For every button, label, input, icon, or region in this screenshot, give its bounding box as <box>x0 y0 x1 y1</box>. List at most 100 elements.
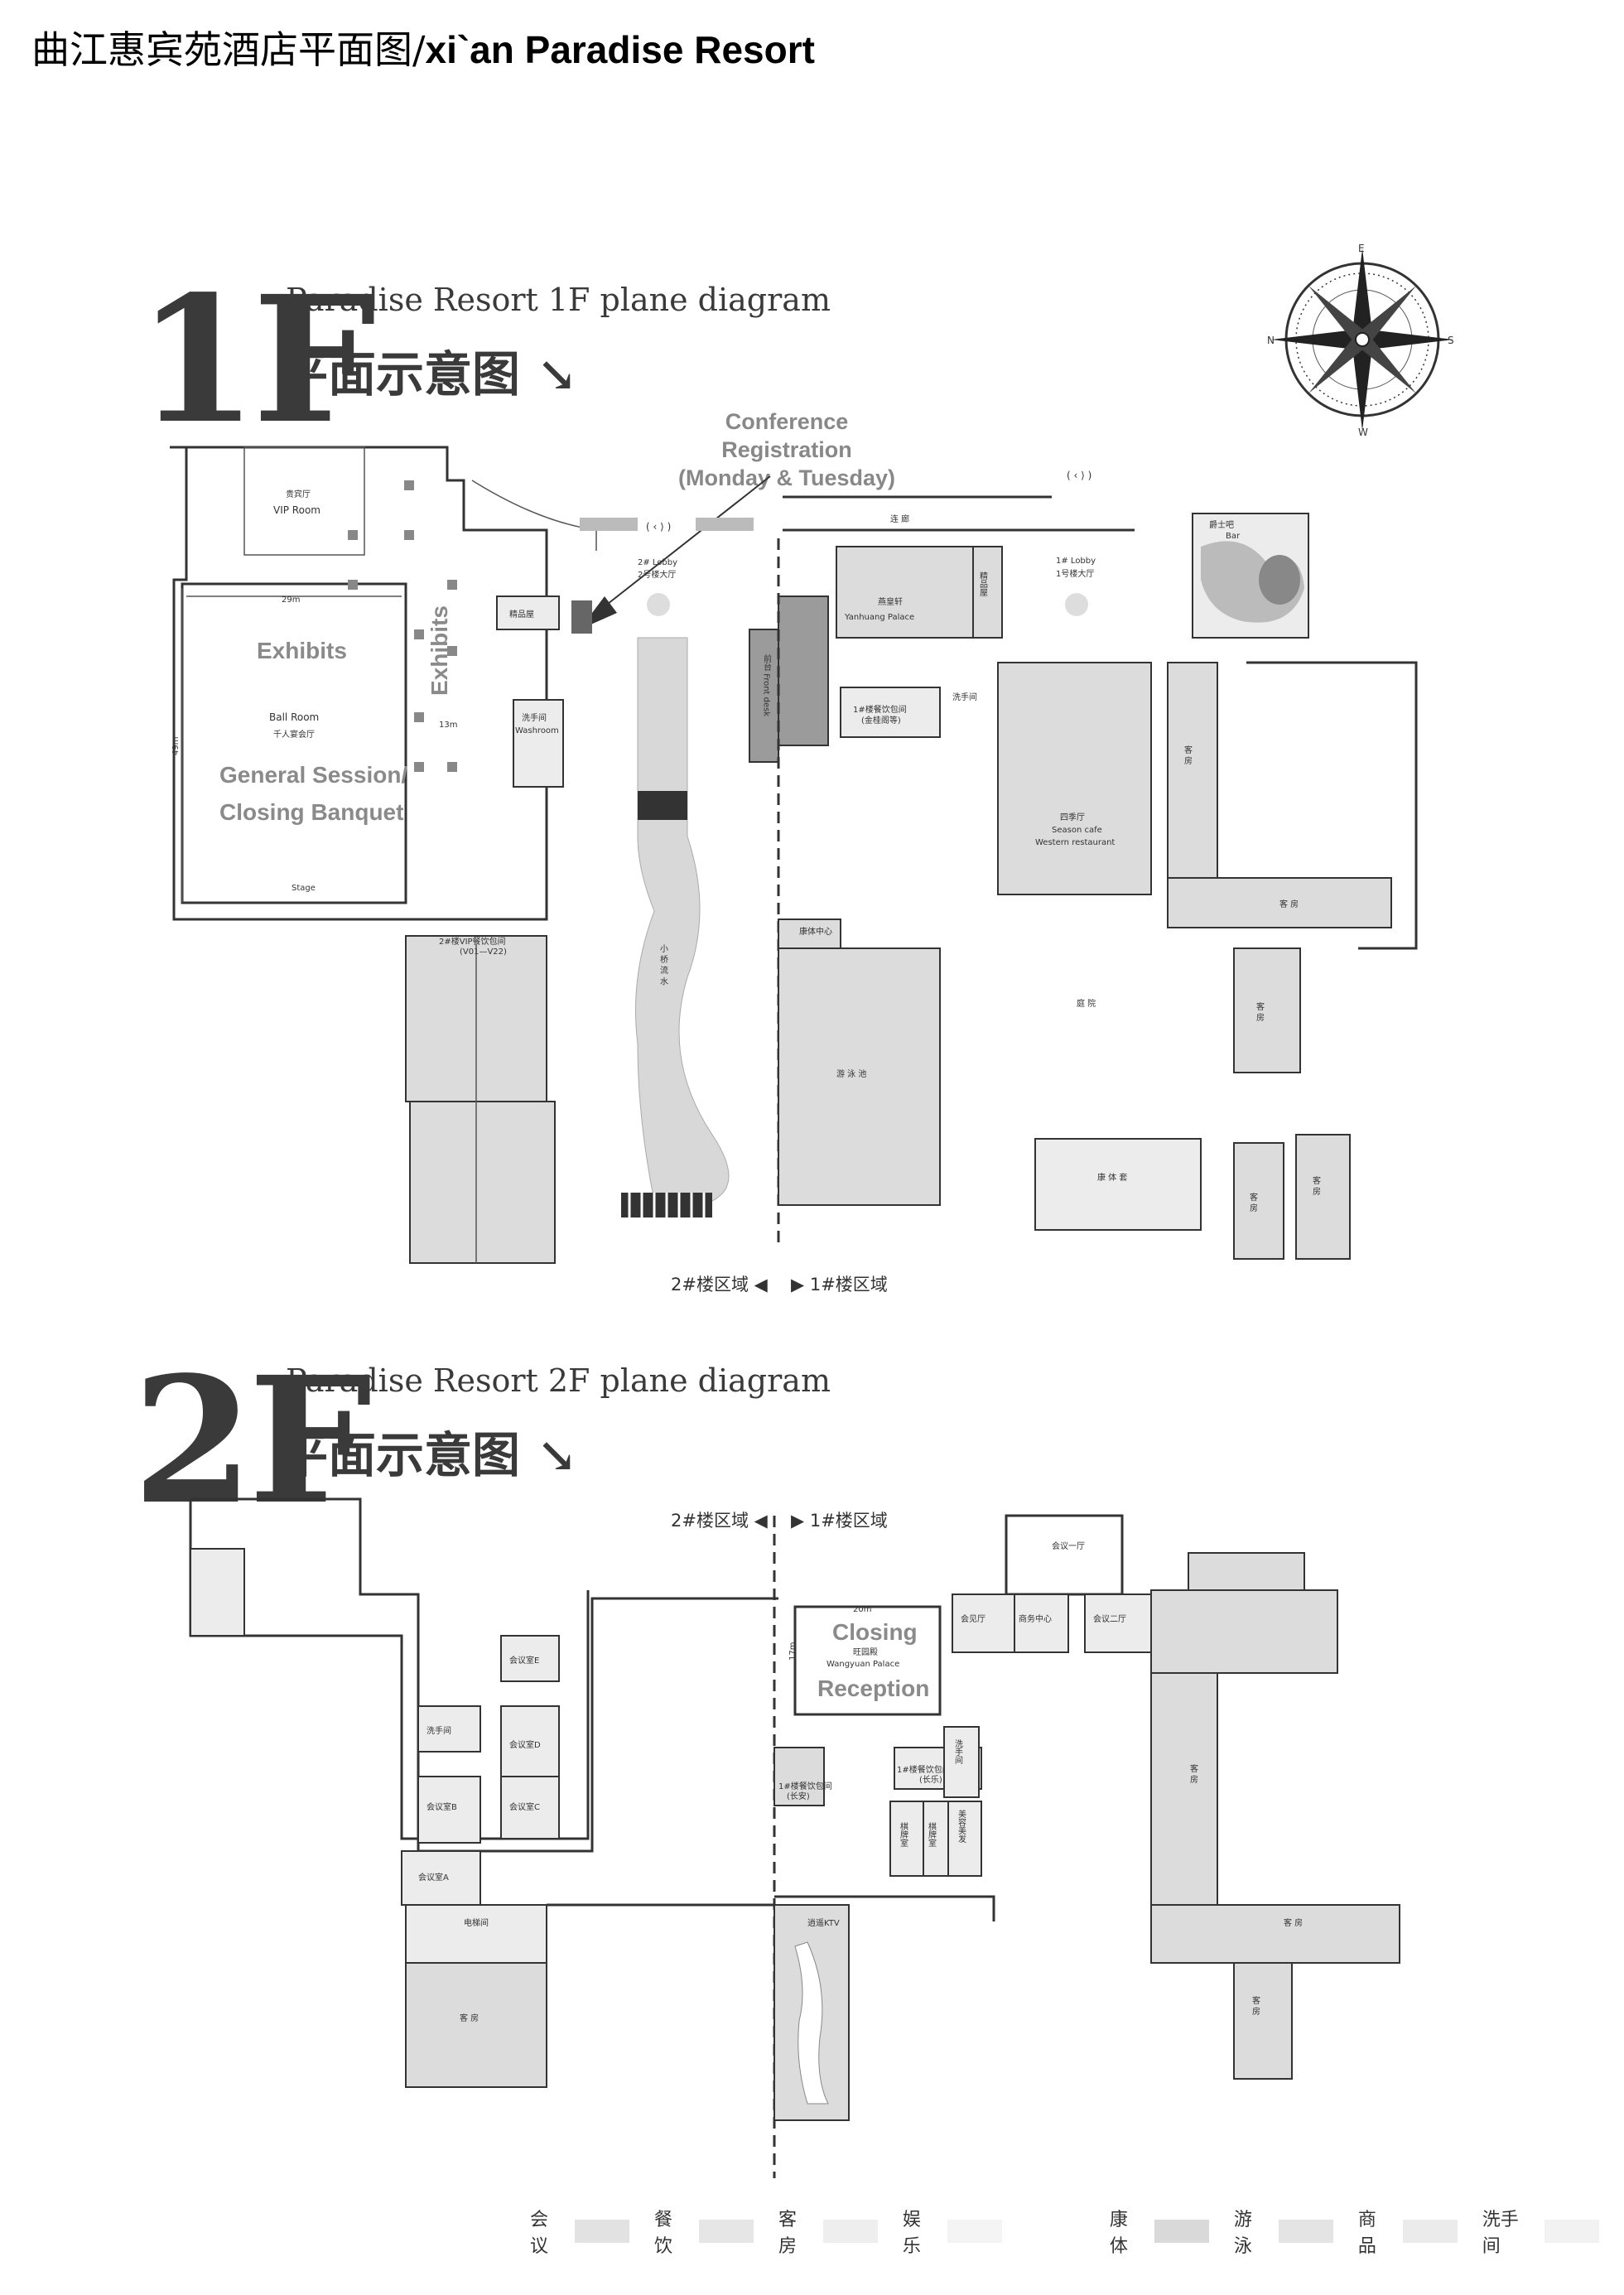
legend-swatch <box>1544 2220 1600 2243</box>
legend: 会议餐饮客房娱乐康体游泳商品洗手间 <box>530 2205 1624 2258</box>
svg-text:17m: 17m <box>788 1642 798 1661</box>
svg-text:贵宾厅: 贵宾厅 <box>286 489 311 499</box>
document-title: 曲江惠宾苑酒店平面图/xi`an Paradise Resort <box>31 20 815 75</box>
svg-text:Wangyuan Palace: Wangyuan Palace <box>826 1660 899 1669</box>
floor2-zone-right: ▶ 1#楼区域 <box>791 1511 888 1531</box>
compass-w: W <box>1358 427 1368 438</box>
svg-text:(V01—V22): (V01—V22) <box>460 947 507 957</box>
floor2-subtitle: Paradise Resort 2F plane diagram <box>286 1362 831 1399</box>
legend-swatch <box>947 2220 1002 2243</box>
svg-text:Stage: Stage <box>292 884 316 893</box>
svg-text:会议一厅: 会议一厅 <box>1052 1540 1085 1551</box>
svg-text:1号楼大厅: 1号楼大厅 <box>1056 568 1094 579</box>
svg-text:会议室A: 会议室A <box>418 1872 449 1883</box>
svg-text:会议室D: 会议室D <box>509 1739 541 1750</box>
svg-text:美容美发: 美容美发 <box>957 1809 966 1844</box>
svg-text:连 廊: 连 廊 <box>890 513 909 524</box>
svg-text:(金桂阁等): (金桂阁等) <box>861 715 901 726</box>
svg-text:客 房: 客 房 <box>1251 1995 1260 2016</box>
svg-text:客 房: 客 房 <box>1284 1917 1303 1928</box>
svg-text:千人宴会厅: 千人宴会厅 <box>273 729 315 740</box>
svg-text:电梯间: 电梯间 <box>464 1917 489 1928</box>
svg-text:Washroom: Washroom <box>515 726 559 735</box>
floor2-cn-title: 平面示意图 ↘ <box>280 1427 577 1483</box>
legend-item: 洗手间 <box>1482 2205 1600 2258</box>
svg-text:( ‹ ⟩ ): ( ‹ ⟩ ) <box>646 521 671 533</box>
floor1-zone-right: ▶ 1#楼区域 <box>791 1275 888 1295</box>
svg-text:康体中心: 康体中心 <box>799 926 832 937</box>
svg-text:2#楼VIP餐饮包间: 2#楼VIP餐饮包间 <box>439 936 506 947</box>
compass-s: S <box>1448 335 1454 346</box>
svg-text:洗手间: 洗手间 <box>952 692 977 702</box>
legend-item: 商品 <box>1358 2205 1458 2258</box>
compass-rose: E W N S <box>1267 243 1454 438</box>
legend-swatch <box>1403 2220 1458 2243</box>
svg-text:Ball Room: Ball Room <box>269 711 319 723</box>
svg-text:洗手间: 洗手间 <box>426 1725 451 1736</box>
legend-label: 会议 <box>530 2210 549 2257</box>
legend-label: 客房 <box>778 2210 797 2257</box>
svg-text:会见厅: 会见厅 <box>961 1613 985 1624</box>
svg-text:29m: 29m <box>282 595 300 605</box>
legend-item: 娱乐 <box>903 2205 1002 2258</box>
svg-text:四季厅: 四季厅 <box>1060 812 1085 822</box>
svg-text:爵士吧: 爵士吧 <box>1209 519 1234 530</box>
legend-swatch <box>1154 2220 1209 2243</box>
svg-text:Bar: Bar <box>1226 532 1241 541</box>
svg-text:1#楼餐饮包间: 1#楼餐饮包间 <box>778 1781 832 1791</box>
svg-text:General Session/: General Session/ <box>219 762 407 788</box>
svg-text:(长安): (长安) <box>787 1791 810 1801</box>
svg-text:商务中心: 商务中心 <box>1019 1613 1052 1624</box>
registration-note: Conference Registration (Monday & Tuesda… <box>677 409 896 490</box>
svg-text:游 泳 池: 游 泳 池 <box>836 1068 866 1079</box>
svg-text:小 桥 流 水: 小 桥 流 水 <box>658 944 668 986</box>
svg-text:2号楼大厅: 2号楼大厅 <box>638 569 676 580</box>
svg-text:会议二厅: 会议二厅 <box>1093 1613 1126 1624</box>
svg-text:逍遥KTV: 逍遥KTV <box>807 1917 840 1928</box>
svg-text:2# Lobby: 2# Lobby <box>638 558 677 567</box>
floor1-subtitle: Paradise Resort 1F plane diagram <box>286 282 831 318</box>
svg-text:1#楼餐饮包间: 1#楼餐饮包间 <box>897 1764 951 1775</box>
svg-text:精品屋: 精品屋 <box>509 609 534 620</box>
svg-text:(长乐): (长乐) <box>919 1775 942 1785</box>
legend-label: 娱乐 <box>902 2210 921 2257</box>
svg-text:洗手间: 洗手间 <box>953 1739 963 1765</box>
svg-text:棋牌室: 棋牌室 <box>899 1821 908 1847</box>
legend-label: 商品 <box>1357 2210 1376 2257</box>
svg-text:庭 院: 庭 院 <box>1077 998 1096 1009</box>
legend-swatch <box>1279 2220 1333 2243</box>
legend-swatch <box>699 2220 754 2243</box>
svg-text:20m: 20m <box>853 1605 871 1614</box>
svg-text:Reception: Reception <box>817 1675 929 1701</box>
svg-text:前台 Front desk: 前台 Front desk <box>762 653 772 717</box>
svg-text:会议室C: 会议室C <box>509 1801 540 1812</box>
svg-text:客 房: 客 房 <box>1279 899 1299 909</box>
floor2-zone-left: 2#楼区域 ◀ <box>671 1511 768 1531</box>
svg-text:49m: 49m <box>171 737 181 755</box>
svg-text:Season cafe: Season cafe <box>1052 826 1102 835</box>
title-en: xi`an Paradise Resort <box>425 28 815 71</box>
floor1-number: 1F <box>137 258 376 462</box>
svg-text:会议室B: 会议室B <box>426 1801 457 1812</box>
compass-n: N <box>1267 335 1275 346</box>
legend-item: 餐饮 <box>654 2205 754 2258</box>
legend-label: 康体 <box>1109 2210 1128 2257</box>
svg-text:Exhibits: Exhibits <box>257 638 347 663</box>
svg-text:13m: 13m <box>439 721 457 730</box>
legend-label: 餐饮 <box>653 2210 672 2257</box>
svg-text:Closing: Closing <box>832 1619 918 1645</box>
compass-e: E <box>1358 243 1365 254</box>
svg-text:客 房: 客 房 <box>460 2013 479 2023</box>
svg-text:棋牌室: 棋牌室 <box>927 1821 937 1847</box>
svg-text:精品屋: 精品屋 <box>978 571 988 596</box>
svg-text:康 体 套: 康 体 套 <box>1097 1172 1127 1183</box>
svg-text:1#楼餐饮包间: 1#楼餐饮包间 <box>853 704 907 715</box>
svg-text:VIP Room: VIP Room <box>273 504 320 516</box>
svg-text:客 房: 客 房 <box>1255 1001 1265 1022</box>
svg-text:旺园殿: 旺园殿 <box>853 1647 878 1657</box>
legend-item: 康体 <box>1110 2205 1209 2258</box>
svg-text:燕皇轩: 燕皇轩 <box>878 596 903 607</box>
svg-text:Western restaurant: Western restaurant <box>1035 838 1115 847</box>
